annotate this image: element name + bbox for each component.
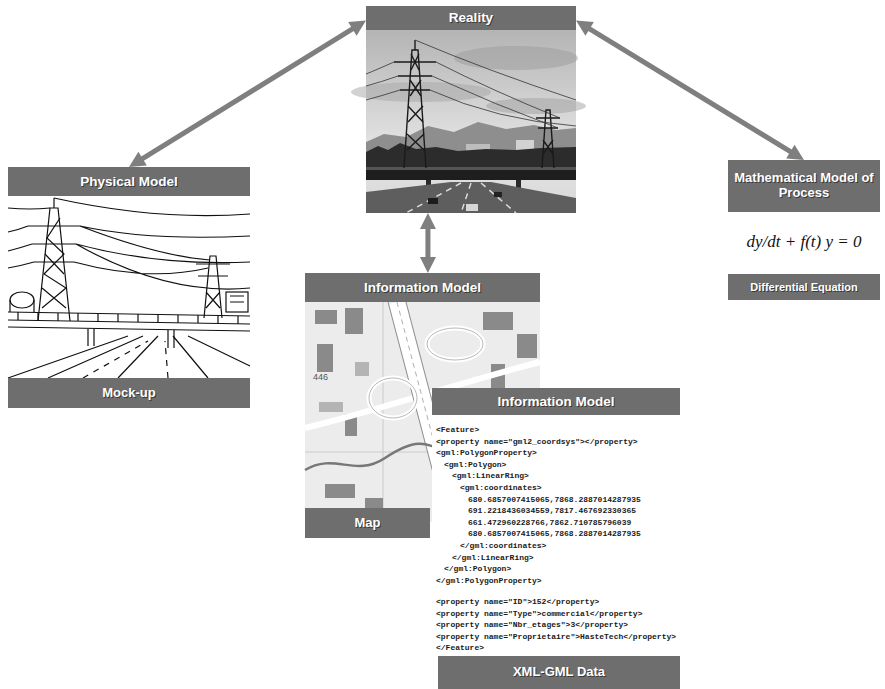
xml-code-line: </gml:coordinates> xyxy=(460,540,546,551)
arrow-head xyxy=(576,20,594,35)
arrow-head xyxy=(420,257,436,273)
map-illustration-part xyxy=(427,328,483,360)
map-illustration-part-part xyxy=(315,310,337,324)
xml-code-line: <property name="Nbr_etages">3</property> xyxy=(436,619,628,630)
panel-caption: Map xyxy=(305,508,430,538)
reality-photo xyxy=(351,30,586,213)
xml-code-line: <gml:PolygonProperty> xyxy=(436,447,537,458)
reality-panel: Reality xyxy=(366,6,576,213)
reality-photo-part xyxy=(394,40,560,168)
xml-code-line: </gml:PolygonProperty> xyxy=(436,575,542,586)
xml-code-line: 680.6857007415065,7868.2887014287935 xyxy=(468,528,641,539)
reality-photo-part-part xyxy=(414,40,415,50)
reality-photo-part-part xyxy=(407,54,424,150)
mockup-sketch-part-part xyxy=(8,336,250,378)
mockup-sketch-part-part xyxy=(42,218,66,308)
double-arrow xyxy=(129,20,366,167)
xml-code-line: <property name="ID">152</property> xyxy=(436,596,599,607)
xml-code-line: 691.2218436034559,7817.467692330365 xyxy=(468,505,636,516)
reality-photo-part xyxy=(406,183,516,213)
panel-caption: Differential Equation xyxy=(728,274,880,300)
reality-photo-part xyxy=(366,182,576,213)
panel-caption: XML-GML Data xyxy=(438,656,680,689)
reality-photo-part-part xyxy=(536,110,560,168)
xml-code-line: <gml:Polygon> xyxy=(444,459,506,470)
mockup-sketch-part-part xyxy=(230,296,244,302)
reality-photo-part xyxy=(366,40,576,128)
xml-code-line: <property name="gml2_coordsys"></propert… xyxy=(436,436,638,447)
math-model-panel: Mathematical Model of Process dy/dt + f(t… xyxy=(728,160,880,300)
map-illustration-part xyxy=(369,378,417,418)
reality-photo-part xyxy=(366,167,576,170)
map-illustration-part-part xyxy=(483,312,513,330)
arrow-head xyxy=(348,20,366,35)
panel-heading: Information Model xyxy=(432,388,680,415)
mockup-sketch-part-part xyxy=(10,292,34,308)
map-illustration-part-part xyxy=(345,308,363,334)
mockup-sketch-part-part xyxy=(196,256,230,318)
panel-caption: Mock-up xyxy=(8,378,250,408)
reality-photo-part xyxy=(428,198,438,204)
panel-heading: Information Model xyxy=(305,273,540,302)
mockup-sketch-part-part xyxy=(18,312,238,324)
mockup-sketch-part-part xyxy=(10,300,34,312)
map-illustration-part-part xyxy=(355,362,369,376)
physical-model-panel: Physical ModelMock-up xyxy=(8,167,250,408)
reality-photo-part-part xyxy=(404,50,426,168)
arrow-shaft xyxy=(425,227,430,259)
xml-code-line: <gml:LinearRing> xyxy=(452,470,529,481)
map-illustration-part xyxy=(369,378,417,418)
mockup-sketch-part-part xyxy=(53,198,54,208)
panel-heading: Reality xyxy=(366,6,576,30)
xml-code-line: <property name="Type">commercial</proper… xyxy=(436,608,642,619)
reality-photo-part xyxy=(494,192,502,197)
equation-text: dy/dt + f(t) y = 0 xyxy=(728,220,880,264)
double-arrow xyxy=(420,213,436,273)
double-arrow xyxy=(576,20,804,160)
xml-code-line: <Feature> xyxy=(436,424,479,435)
arrow-shaft xyxy=(141,28,354,160)
map-illustration-part xyxy=(305,444,445,470)
mockup-sketch-part-part xyxy=(38,208,70,321)
map-illustration-part-part xyxy=(517,334,537,358)
reality-photo-part xyxy=(366,143,576,172)
mockup-sketch-part-part xyxy=(8,312,250,331)
xml-code-line: 661.472960228766,7862.710785796039 xyxy=(468,517,631,528)
xml-code-line: 680.6857007415065,7868.2887014287935 xyxy=(468,494,641,505)
map-illustration-part xyxy=(427,328,483,360)
mockup-sketch-part-part xyxy=(226,292,248,312)
arrow-shaft xyxy=(588,28,792,153)
panel-heading: Mathematical Model of Process xyxy=(728,160,880,212)
mockup-sketch xyxy=(8,196,250,378)
reality-photo-part-part xyxy=(394,62,436,90)
xml-code-line: </gml:LinearRing> xyxy=(452,552,534,563)
xml-code-line: <property name="Proprietaire">HasteTech<… xyxy=(436,631,676,642)
panel-heading: Physical Model xyxy=(8,167,250,196)
reality-photo-part xyxy=(454,46,578,70)
map-illustration-part-part xyxy=(317,344,333,372)
xml-code-line: <gml:coordinates> xyxy=(460,482,542,493)
mockup-sketch-part-part xyxy=(83,341,168,378)
mockup-sketch-part xyxy=(8,196,250,378)
reality-photo-part xyxy=(366,170,576,180)
map-illustration-part-part xyxy=(319,402,343,412)
arrow-head xyxy=(420,213,436,229)
arrow-head xyxy=(129,152,147,167)
xml-code-line: </Feature> xyxy=(436,642,484,653)
map-number: 446 xyxy=(312,372,329,382)
mockup-sketch-part xyxy=(8,198,250,378)
map-illustration-part-part xyxy=(325,484,355,498)
arrow-head xyxy=(786,145,804,160)
xml-code-line: </gml:Polygon> xyxy=(444,563,511,574)
reality-photo-part xyxy=(466,204,478,211)
